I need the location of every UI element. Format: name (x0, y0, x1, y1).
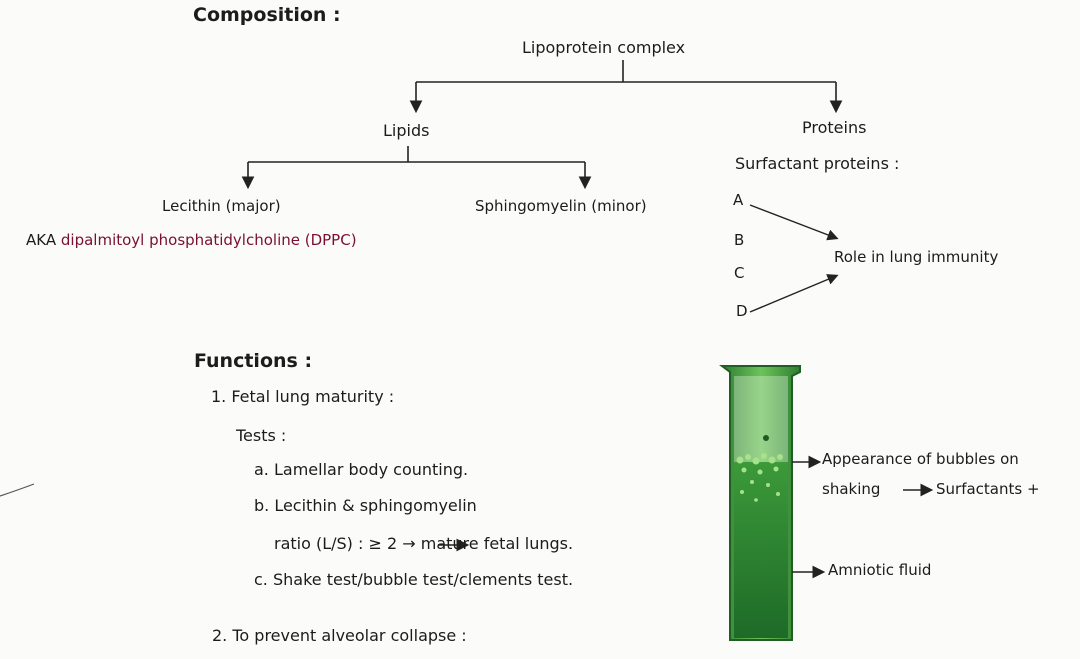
surfactants-positive-label: Surfactants + (936, 480, 1040, 498)
aka-prefix: AKA (26, 231, 57, 249)
lung-immunity-role: Role in lung immunity (834, 248, 999, 266)
fetal-lung-maturity: 1. Fetal lung maturity : (211, 387, 395, 406)
protein-letter-a: A (733, 191, 744, 209)
d-to-role-arrow (749, 274, 839, 313)
a-to-role-arrow (749, 204, 839, 241)
tests-label: Tests : (236, 426, 287, 445)
protein-letter-b: B (734, 231, 745, 249)
lecithin-node: Lecithin (major) (162, 197, 281, 215)
bubbles (736, 453, 783, 502)
prevent-alveolar-collapse: 2. To prevent alveolar collapse : (212, 626, 467, 645)
margin-stroke (0, 483, 35, 497)
test-c: c. Shake test/bubble test/clements test. (254, 570, 574, 589)
test-tube (719, 365, 801, 641)
bubbles-label: Appearance of bubbles on (822, 450, 1019, 468)
protein-letter-d: D (736, 302, 748, 320)
protein-letter-c: C (734, 264, 745, 282)
proteins-node: Proteins (802, 118, 867, 137)
dppc-name: dipalmitoyl phosphatidylcholine (DPPC) (60, 231, 357, 249)
surfactant-proteins-label: Surfactant proteins : (735, 154, 900, 173)
test-b-line2: ratio (L/S) : ≥ 2 → mature fetal lungs. (274, 534, 574, 553)
root-node: Lipoprotein complex (522, 38, 686, 57)
amniotic-fluid-label: Amniotic fluid (828, 561, 932, 579)
test-a: a. Lamellar body counting. (254, 460, 469, 479)
lipids-node: Lipids (383, 121, 430, 140)
sphingomyelin-node: Sphingomyelin (minor) (475, 197, 647, 215)
composition-heading: Composition : (193, 4, 341, 26)
amniotic-fluid (734, 462, 788, 638)
shaking-label: shaking (822, 480, 881, 498)
test-b-line1: b. Lecithin & sphingomyelin (254, 496, 477, 515)
lecithin-aka: AKA dipalmitoyl phosphatidylcholine (DPP… (26, 233, 357, 248)
functions-heading: Functions : (194, 350, 313, 372)
